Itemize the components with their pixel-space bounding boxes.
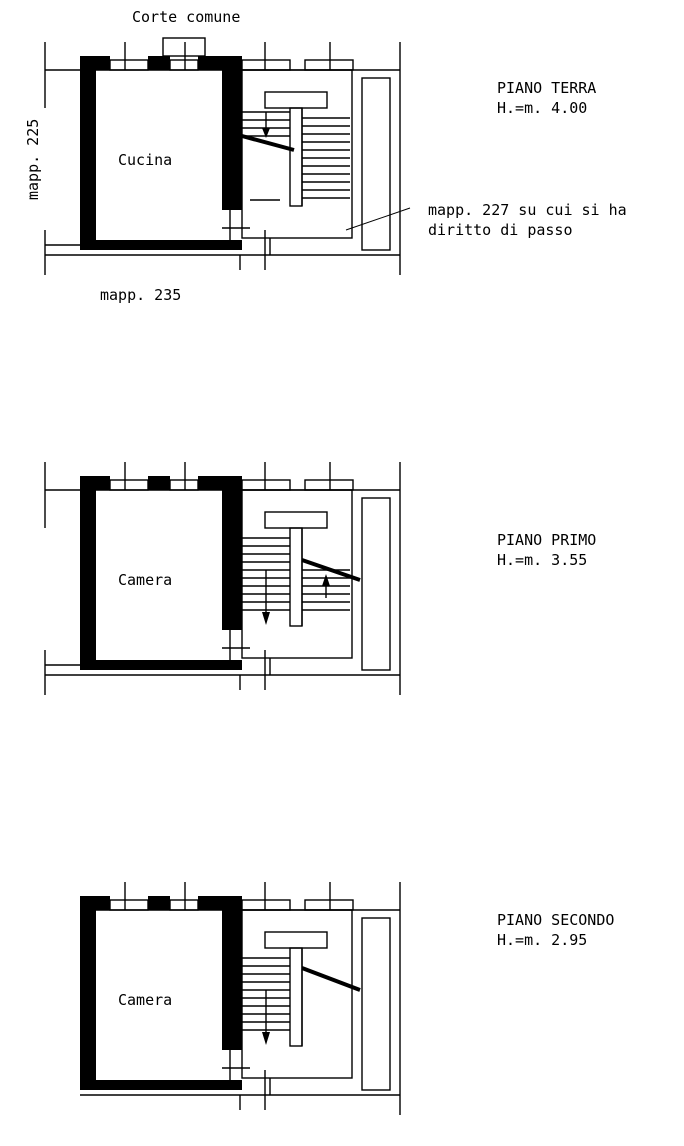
porch-step [162,37,206,57]
plan-geometry [44,462,401,695]
room-label: Camera [118,571,172,589]
room-label: Camera [118,991,172,1009]
plan-geometry [44,42,401,275]
floor-height: H.=m. 4.00 [497,99,587,117]
floor-title: PIANO TERRA [497,79,596,97]
corte-comune-label: Corte comune [132,8,240,26]
mapp-235-label: mapp. 235 [100,286,181,304]
floor-title: PIANO SECONDO [497,911,614,929]
floor-height: H.=m. 2.95 [497,931,587,949]
mapp-227-label-line1: mapp. 227 su cui si ha [428,201,627,219]
plan-geometry [80,882,401,1115]
floor-plan-primo: Camera PIANO PRIMO H.=m. 3.55 [44,462,596,695]
floor-plan-terra: Cucina PIANO TERRA H.=m. 4.00 [44,42,596,275]
floor-title: PIANO PRIMO [497,531,596,549]
floor-plan-secondo: Camera PIANO SECONDO H.=m. 2.95 [80,882,614,1115]
floor-height: H.=m. 3.55 [497,551,587,569]
mapp-225-label: mapp. 225 [24,119,42,200]
room-label: Cucina [118,151,172,169]
mapp-227-label-line2: diritto di passo [428,221,573,239]
